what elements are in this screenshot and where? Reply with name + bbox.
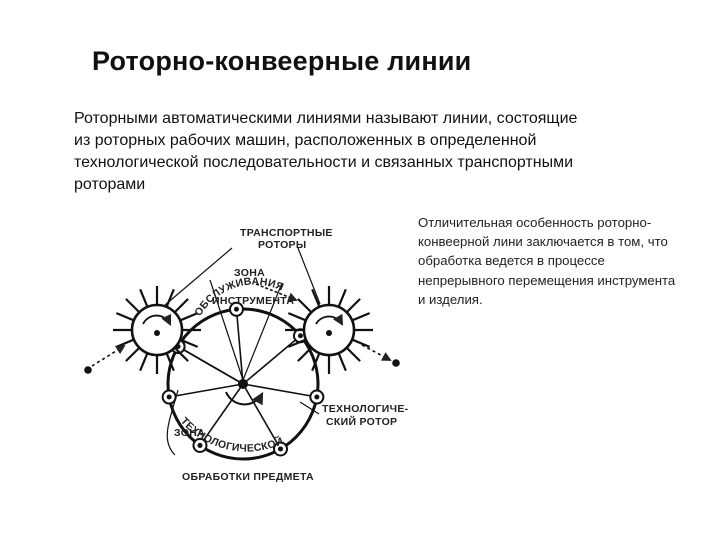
rotor-node-core	[166, 394, 172, 400]
rotor-ray	[125, 298, 141, 314]
flow-arrows	[84, 283, 400, 374]
diagram-labels: ТРАНСПОРТНЫЕ РОТОРЫ ЗОНА ОБСЛУЖИВАНИЯ ИН…	[174, 227, 409, 483]
rotor-ray	[115, 338, 136, 348]
rotor-ray	[311, 351, 321, 372]
rotor-ray	[115, 312, 136, 322]
rotor-ray	[337, 288, 347, 309]
rotor-spoke	[235, 309, 244, 385]
rotor-ray	[311, 288, 321, 309]
rotor-ray	[173, 346, 189, 362]
transport-rotor-left	[113, 286, 201, 374]
rotor-node-core	[197, 442, 203, 448]
rotor-spoke	[199, 383, 244, 446]
rotor-spoke	[242, 383, 317, 398]
rotor-node-core	[233, 306, 239, 312]
rotor-spoke	[242, 383, 282, 450]
rotor-ray	[337, 351, 347, 372]
rotor-spoke	[242, 335, 301, 385]
rotor-ray	[173, 298, 189, 314]
label-service-zone-1: ЗОНА	[234, 267, 265, 279]
rotor-spoke	[169, 383, 244, 398]
rotor-ray	[350, 312, 371, 322]
rotor-ray	[178, 312, 199, 322]
rotor-ray	[125, 346, 141, 362]
rotor-ray	[287, 312, 308, 322]
label-tech-rotor-1: ТЕХНОЛОГИЧЕ-	[322, 403, 409, 415]
intro-paragraph: Роторными автоматическими линиями называ…	[74, 110, 578, 193]
rotor-ray	[165, 351, 175, 372]
rotor-ray	[139, 351, 149, 372]
transport-rotor-right	[285, 286, 373, 374]
rotor-ray	[165, 288, 175, 309]
label-processing-zone-3: ОБРАБОТКИ ПРЕДМЕТА	[182, 471, 314, 483]
rotor-spoke	[177, 345, 244, 385]
label-processing-zone-1: ЗОНА	[174, 427, 205, 439]
side-note-paragraph: Отличительная особенность роторно-конвее…	[418, 215, 676, 307]
label-tech-rotor-2: СКИЙ РОТОР	[326, 415, 397, 428]
rotor-ray	[178, 338, 199, 348]
label-transport-rotors-1: ТРАНСПОРТНЫЕ	[240, 227, 333, 239]
label-service-zone-3: ИНСТРУМЕНТА	[212, 295, 294, 307]
rotor-ray	[139, 288, 149, 309]
rotor-ray	[297, 298, 313, 314]
pointer-lines	[164, 247, 321, 456]
rotor-ray	[345, 298, 361, 314]
technological-rotor	[161, 301, 325, 461]
rotor-ray	[297, 346, 313, 362]
rotor-node-core	[278, 446, 283, 452]
rotor-ray	[345, 346, 361, 362]
slide-title: Роторно-конвеерные линии	[92, 46, 472, 76]
rotor-node-core	[314, 394, 320, 400]
rotor-ray	[350, 338, 371, 348]
rotation-arrow	[225, 391, 264, 406]
rotor-ray	[287, 338, 308, 348]
label-transport-rotors-2: РОТОРЫ	[258, 239, 306, 251]
rotor-spokes	[169, 309, 317, 450]
rotor-node-core	[297, 333, 303, 339]
